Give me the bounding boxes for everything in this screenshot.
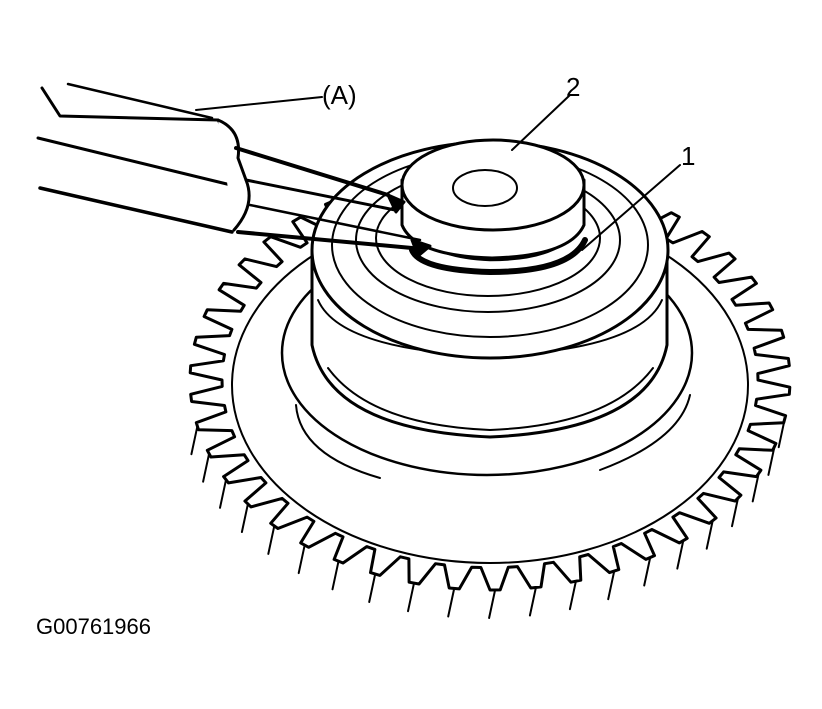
tooth-face-line (767, 445, 776, 476)
tooth-face-line (202, 452, 211, 483)
tooth-face-line (407, 582, 415, 613)
gear-flange-edge (295, 394, 691, 479)
tooth-face-line (331, 560, 340, 591)
tooth-face-line (267, 524, 276, 555)
tooth-face-line (751, 472, 760, 503)
tooth-face-line (447, 587, 456, 618)
tooth-face-line (676, 539, 685, 570)
tooth-face-line (190, 425, 199, 456)
snap-ring (409, 237, 588, 275)
tooth-face-line (607, 570, 616, 601)
washer-top (400, 138, 586, 232)
tooth-face-line (777, 418, 786, 449)
label-part-1: 1 (681, 141, 695, 171)
tooth-face-line (705, 519, 714, 550)
leader-part-1 (581, 164, 681, 251)
tooth-face-line (643, 556, 652, 587)
tooth-face-line (297, 544, 306, 575)
snap-ring-pliers (36, 82, 432, 258)
leader-tool-a (195, 96, 323, 111)
figure-id: G00761966 (36, 614, 151, 639)
tooth-face-line (219, 478, 227, 509)
gear-tooth-faces (190, 418, 786, 619)
tooth-face-line (528, 586, 537, 617)
tooth-face-line (731, 497, 739, 528)
tooth-face-line (240, 503, 249, 533)
tooth-face-line (568, 580, 577, 611)
washer-center-hole (452, 169, 518, 207)
leader-part-2 (511, 94, 571, 151)
tooth-face-line (368, 573, 377, 603)
label-tool-a: (A) (322, 80, 357, 110)
tooth-face-line (488, 589, 497, 619)
hub-lower-groove (327, 367, 654, 431)
label-part-2: 2 (566, 72, 580, 102)
